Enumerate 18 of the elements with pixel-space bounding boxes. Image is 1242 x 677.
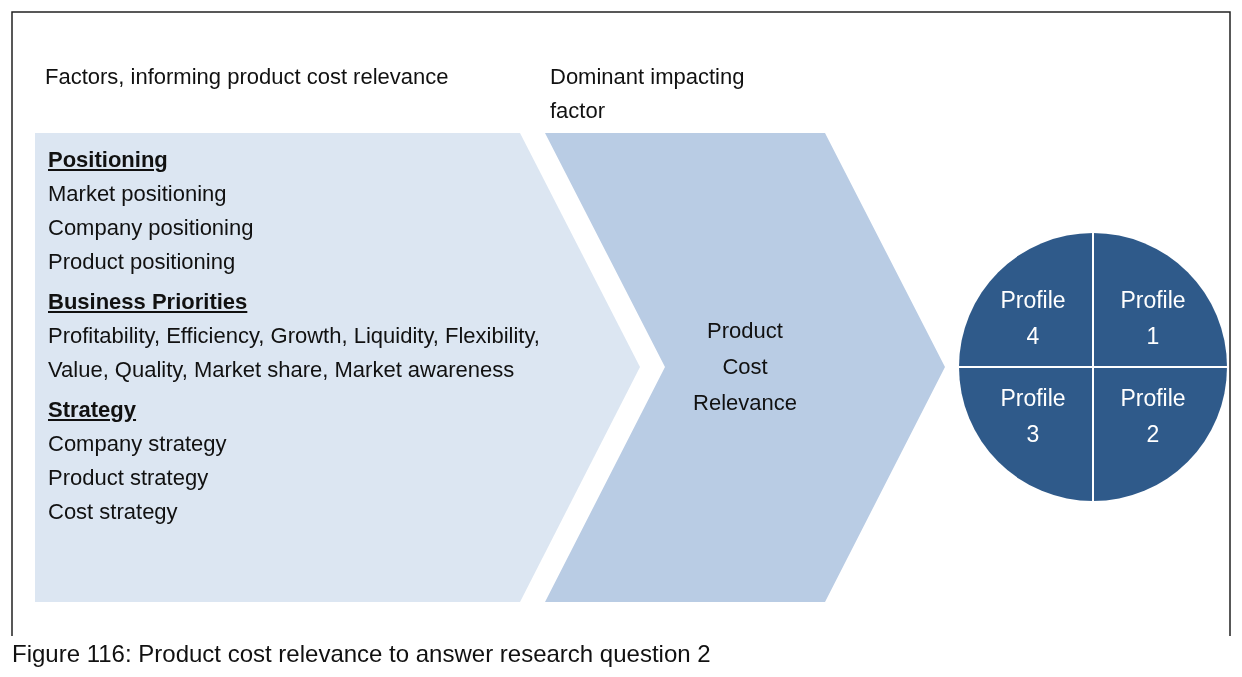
- list-item: Company strategy: [48, 430, 227, 458]
- chevron-label: Product Cost Relevance: [692, 317, 798, 417]
- section-heading: Business Priorities: [48, 288, 248, 316]
- list-item: Profitability, Efficiency, Growth, Liquidity, Flexibility, Value, Quality, Market share, Market awareness: [48, 322, 541, 384]
- section-heading: Positioning: [48, 146, 168, 174]
- figure-caption: Figure 116: Product cost relevance to answer research question 2: [12, 640, 711, 668]
- section-heading: Strategy: [48, 396, 137, 424]
- profile-label: Profile 4: [999, 286, 1067, 351]
- list-item: Cost strategy: [48, 498, 178, 526]
- profile-label: Profile 3: [999, 384, 1067, 449]
- list-item: Market positioning: [48, 180, 227, 208]
- list-item: Product strategy: [48, 464, 209, 492]
- profile-label: Profile 1: [1119, 286, 1187, 351]
- list-item: Product positioning: [48, 248, 236, 276]
- list-item: Company positioning: [48, 214, 254, 242]
- column-heading: Dominant impacting factor: [550, 63, 746, 125]
- column-heading: Factors, informing product cost relevance: [45, 63, 450, 91]
- profile-label: Profile 2: [1119, 384, 1187, 449]
